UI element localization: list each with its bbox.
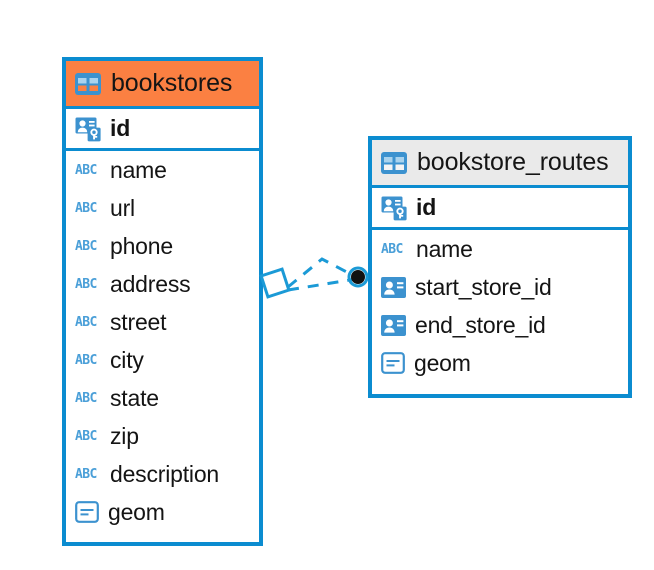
field-row[interactable]: end_store_id [372, 306, 628, 344]
field-row[interactable]: ABC url [66, 189, 259, 227]
abc-icon-label: ABC [75, 276, 97, 292]
abc-icon-label: ABC [75, 238, 97, 254]
field-label: zip [110, 422, 139, 449]
relationship-source-diamond [259, 267, 291, 299]
field-label: end_store_id [415, 311, 546, 338]
abc-icon-label: ABC [75, 428, 97, 444]
field-row[interactable]: start_store_id [372, 268, 628, 306]
field-label: id [110, 115, 131, 141]
field-label: state [110, 384, 159, 411]
geometry-icon [381, 352, 405, 374]
entity-title: bookstore_routes [417, 148, 609, 176]
abc-icon-label: ABC [75, 314, 97, 330]
abc-text-icon: ABC [75, 200, 101, 217]
field-row[interactable]: ABC description [66, 455, 259, 493]
field-list-bookstores: id ABC name ABC url ABC phone [66, 109, 259, 531]
field-row[interactable]: ABC zip [66, 417, 259, 455]
abc-text-icon: ABC [75, 466, 101, 483]
field-label: phone [110, 232, 173, 259]
abc-text-icon: ABC [75, 314, 101, 331]
relationship-line-lower [287, 277, 357, 292]
foreign-key-icon [381, 276, 406, 298]
field-list-bookstore-routes: id ABC name start_sto [372, 188, 628, 382]
field-row[interactable]: ABC street [66, 303, 259, 341]
field-label: city [110, 346, 144, 373]
primary-key-icon [381, 195, 407, 221]
table-icon [75, 72, 101, 95]
abc-text-icon: ABC [75, 162, 101, 179]
geometry-icon [75, 501, 99, 523]
abc-text-icon: ABC [75, 390, 101, 407]
field-row[interactable]: ABC name [372, 230, 628, 268]
abc-text-icon: ABC [381, 241, 407, 258]
foreign-key-icon [381, 314, 406, 336]
abc-icon-label: ABC [75, 390, 97, 406]
field-label: geom [414, 349, 471, 376]
field-row[interactable]: ABC phone [66, 227, 259, 265]
relationship-target-dot [347, 266, 369, 288]
abc-text-icon: ABC [75, 276, 101, 293]
abc-text-icon: ABC [75, 352, 101, 369]
abc-icon-label: ABC [75, 352, 97, 368]
field-label: geom [108, 498, 165, 525]
field-row[interactable]: ABC address [66, 265, 259, 303]
primary-key-icon [75, 116, 101, 142]
field-label: name [416, 235, 473, 262]
field-label: id [416, 194, 437, 220]
entity-header-bookstores[interactable]: bookstores [66, 61, 259, 109]
relationship-line-upper [287, 257, 357, 289]
entity-table-bookstore-routes[interactable]: bookstore_routes [368, 136, 632, 398]
entity-table-bookstores[interactable]: bookstores [62, 57, 263, 546]
field-row[interactable]: ABC state [66, 379, 259, 417]
field-row[interactable]: geom [66, 493, 259, 531]
field-label: street [110, 308, 167, 335]
field-label: description [110, 460, 220, 487]
field-label: url [110, 194, 135, 221]
field-row[interactable]: ABC name [66, 151, 259, 189]
field-row[interactable]: geom [372, 344, 628, 382]
field-label: start_store_id [415, 273, 552, 300]
abc-icon-label: ABC [381, 241, 403, 257]
abc-icon-label: ABC [75, 162, 97, 178]
abc-text-icon: ABC [75, 428, 101, 445]
entity-header-bookstore-routes[interactable]: bookstore_routes [372, 140, 628, 188]
field-row[interactable]: ABC city [66, 341, 259, 379]
abc-icon-label: ABC [75, 466, 97, 482]
entity-title: bookstores [111, 69, 233, 97]
field-row[interactable]: id [372, 188, 628, 230]
field-row[interactable]: id [66, 109, 259, 151]
table-icon [381, 151, 407, 174]
abc-icon-label: ABC [75, 200, 97, 216]
field-label: name [110, 156, 167, 183]
field-label: address [110, 270, 191, 297]
abc-text-icon: ABC [75, 238, 101, 255]
